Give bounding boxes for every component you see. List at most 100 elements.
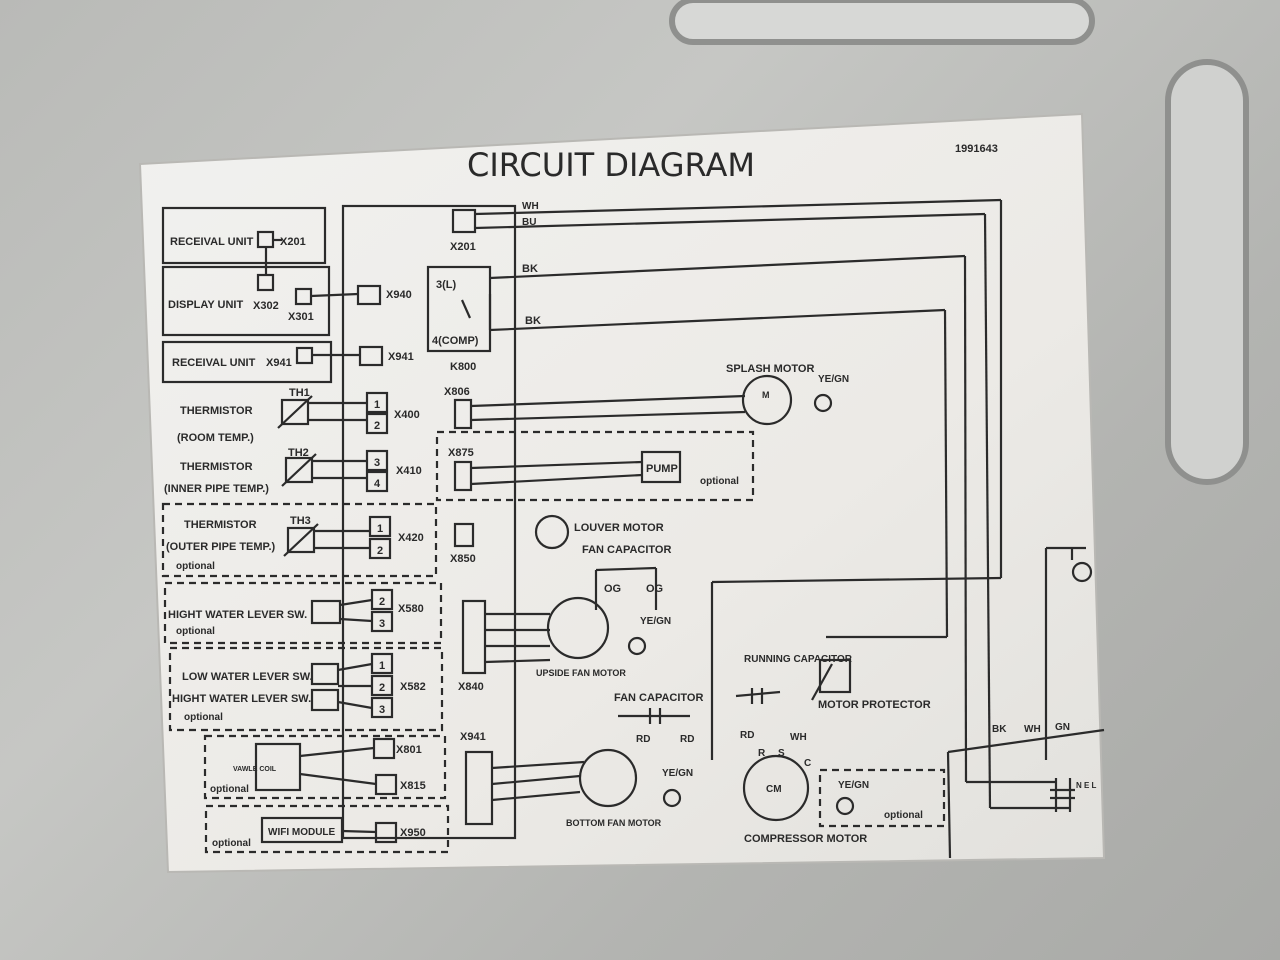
compressor-motor-label: COMPRESSOR MOTOR — [744, 833, 867, 845]
optional-label-4: optional — [210, 784, 249, 795]
louver-motor-symbol — [534, 514, 570, 550]
ye-gn-label-1: YE/GN — [818, 374, 849, 385]
x420-label: X420 — [398, 532, 424, 544]
control-board — [341, 204, 517, 840]
rd-label-2: RD — [680, 734, 694, 745]
x941-left-label: X941 — [266, 357, 292, 369]
relay-4comp-label: 4(COMP) — [432, 335, 479, 347]
rd-label-3: RD — [740, 730, 754, 741]
x580-label: X580 — [398, 603, 424, 615]
plug-labels: N E L — [1076, 781, 1097, 790]
pin-label: 2 — [377, 545, 383, 557]
optional-label-5: optional — [212, 838, 251, 849]
wire-bk-2: BK — [525, 315, 541, 327]
display-unit-label: DISPLAY UNIT — [168, 299, 243, 311]
x815-label: X815 — [400, 780, 426, 792]
optional-compressor-label: optional — [884, 810, 923, 821]
running-capacitor-label: RUNNING CAPACITOR — [744, 654, 853, 665]
pin-label: 3 — [379, 704, 385, 716]
pin-label: 1 — [377, 523, 383, 535]
ye-gn-label-2: YE/GN — [640, 616, 671, 627]
terminal-s: S — [778, 748, 785, 759]
x940-label: X940 — [386, 289, 412, 301]
x941-label: X941 — [388, 351, 414, 363]
receival-unit-label-1: RECEIVAL UNIT — [170, 236, 254, 248]
x582-label: X582 — [400, 681, 426, 693]
diagram-code: 1991643 — [955, 143, 998, 155]
thermistor-label-2: THERMISTOR — [180, 461, 253, 473]
x801-label: X801 — [396, 744, 422, 756]
optional-pump-label: optional — [700, 476, 739, 487]
room-temp-label: (ROOM TEMP.) — [177, 432, 254, 444]
compressor-motor-symbol — [742, 754, 810, 822]
louver-motor-label: LOUVER MOTOR — [574, 522, 664, 534]
ye-gn-label-3: YE/GN — [662, 768, 693, 779]
x201-label: X201 — [450, 241, 476, 253]
th2-label: TH2 — [288, 447, 309, 459]
wire-bk-right: BK — [992, 724, 1007, 735]
wire-bu: BU — [522, 217, 536, 228]
outer-pipe-label: (OUTER PIPE TEMP.) — [166, 541, 276, 553]
wire-gn-right: GN — [1055, 722, 1070, 733]
th3-label: TH3 — [290, 515, 311, 527]
thermistor-label-1: THERMISTOR — [180, 405, 253, 417]
rd-label-1: RD — [636, 734, 650, 745]
splash-motor-m: M — [762, 390, 770, 400]
inner-pipe-label: (INNER PIPE TEMP.) — [164, 483, 269, 495]
terminal-c: C — [804, 758, 811, 769]
x850-label: X850 — [450, 553, 476, 565]
pump-label: PUMP — [646, 463, 678, 475]
wire-bk-1: BK — [522, 263, 538, 275]
label-sticker — [138, 112, 1106, 874]
display-unit-box — [161, 265, 331, 337]
fan-capacitor-label-2: FAN CAPACITOR — [614, 692, 703, 704]
high-water-switch-label-2: HIGHT WATER LEVER SW. — [172, 693, 311, 705]
low-water-switch-label: LOW WATER LEVER SW. — [182, 671, 313, 683]
receival-unit-box-1 — [161, 206, 327, 265]
bottom-fan-motor-symbol — [578, 748, 638, 808]
ye-gn-label-4: YE/GN — [838, 780, 869, 791]
metal-slot-right — [1165, 59, 1249, 485]
valve-coil-label: VAWLE COIL — [233, 766, 277, 773]
x840-label: X840 — [458, 681, 484, 693]
th1-label: TH1 — [289, 387, 310, 399]
pin-label: 2 — [379, 682, 385, 694]
pin-label: 2 — [379, 596, 385, 608]
cm-label: CM — [766, 784, 782, 795]
splash-motor-symbol — [741, 374, 793, 426]
relay-3l-label: 3(L) — [436, 279, 457, 291]
wire-wh: WH — [522, 201, 539, 212]
diagram-title: CIRCUIT DIAGRAM — [467, 146, 755, 184]
pin-label: 1 — [374, 399, 380, 411]
splash-motor-label: SPLASH MOTOR — [726, 363, 814, 375]
k800-label: K800 — [450, 361, 476, 373]
og-label-2: OG — [646, 583, 663, 595]
fan-capacitor-label-1: FAN CAPACITOR — [582, 544, 671, 556]
terminal-r: R — [758, 748, 766, 759]
wire-wh-right: WH — [1024, 724, 1041, 735]
optional-label-1: optional — [176, 561, 215, 572]
x302-label: X302 — [253, 300, 279, 312]
high-water-switch-label: HIGHT WATER LEVER SW. — [168, 609, 307, 621]
pin-label: 3 — [379, 618, 385, 630]
x950-label: X950 — [400, 827, 426, 839]
motor-protector-label: MOTOR PROTECTOR — [818, 699, 931, 711]
upside-fan-motor-symbol — [546, 596, 610, 660]
x400-label: X400 — [394, 409, 420, 421]
optional-label-3: optional — [184, 712, 223, 723]
x410-label: X410 — [396, 465, 422, 477]
upside-fan-motor-label: UPSIDE FAN MOTOR — [536, 668, 626, 678]
receival-unit-label-2: RECEIVAL UNIT — [172, 357, 256, 369]
pin-label: 2 — [374, 420, 380, 432]
wifi-module-label: WIFI MODULE — [268, 827, 336, 838]
x201-left-label: X201 — [280, 236, 306, 248]
x875-label: X875 — [448, 447, 474, 459]
x941-right-label: X941 — [460, 731, 486, 743]
optional-label-2: optional — [176, 626, 215, 637]
x806-label: X806 — [444, 386, 470, 398]
og-label-1: OG — [604, 583, 621, 595]
x301-label: X301 — [288, 311, 314, 323]
wh-label-3: WH — [790, 732, 807, 743]
metal-slot-top — [669, 0, 1095, 45]
receival-unit-box-2 — [161, 340, 333, 384]
